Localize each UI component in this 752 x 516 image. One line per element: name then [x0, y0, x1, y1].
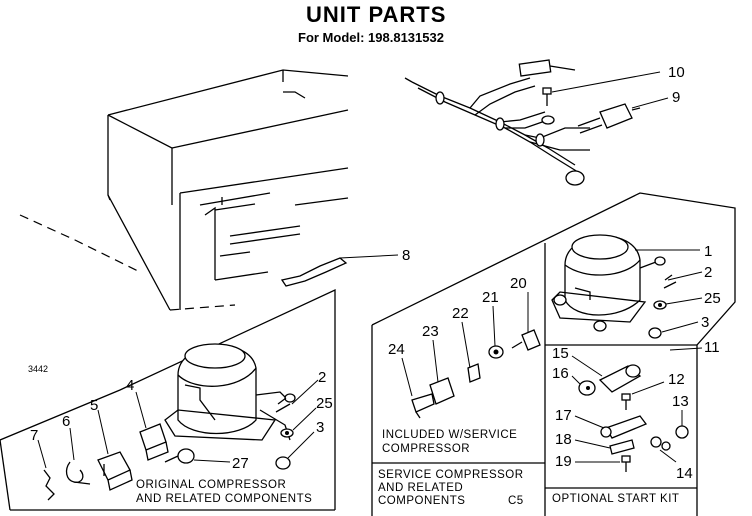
- callout-16: 16: [552, 365, 569, 382]
- included-caption-line-1: INCLUDED W/SERVICE: [382, 429, 517, 441]
- callout-4-original: 4: [126, 377, 134, 394]
- service-caption-line-2: AND RELATED: [378, 482, 463, 494]
- callout-6-original: 6: [62, 413, 70, 430]
- original-compressor-panel: [0, 288, 336, 511]
- callout-5-original: 5: [90, 397, 98, 414]
- callout-12: 12: [668, 371, 685, 388]
- callout-3-service: 3: [701, 314, 709, 331]
- service-caption-line-1: SERVICE COMPRESSOR: [378, 469, 524, 481]
- callout-25-service: 25: [704, 290, 721, 307]
- service-compressor-panel: [371, 192, 736, 516]
- callout-11: 11: [704, 339, 720, 356]
- callout-7-original: 7: [30, 427, 38, 444]
- service-caption-line-3: COMPONENTS: [378, 495, 465, 507]
- service-components-drawing: [401, 292, 541, 419]
- callout-13: 13: [672, 393, 689, 410]
- optional-start-kit-caption: OPTIONAL START KIT: [552, 493, 679, 505]
- callout-14: 14: [676, 465, 693, 482]
- service-code: C5: [508, 495, 524, 507]
- callout-3-original: 3: [316, 419, 324, 436]
- power-cord-drawing: [577, 97, 669, 134]
- callout-22: 22: [452, 305, 469, 322]
- included-caption-line-2: COMPRESSOR: [382, 443, 470, 455]
- callout-24: 24: [388, 341, 405, 358]
- grommet-washer-nut-drawing: [648, 271, 703, 339]
- page-title: UNIT PARTS: [306, 2, 446, 27]
- callout-17: 17: [555, 407, 572, 424]
- callout-8: 8: [402, 247, 410, 264]
- original-caption-line-2: AND RELATED COMPONENTS: [136, 493, 312, 505]
- callout-1: 1: [704, 243, 712, 260]
- callout-2-original: 2: [318, 369, 326, 386]
- start-kit-drawing: [571, 355, 689, 472]
- callout-25-original: 25: [316, 395, 333, 412]
- callout-15: 15: [552, 345, 569, 362]
- model-number: For Model: 198.8131532: [298, 30, 444, 45]
- callout-2-service: 2: [704, 264, 712, 281]
- callout-23: 23: [422, 323, 439, 340]
- callout-10: 10: [668, 64, 685, 81]
- wiring-harness-drawing: [404, 59, 590, 186]
- callout-9: 9: [672, 89, 680, 106]
- callout-27-original: 27: [232, 455, 249, 472]
- callout-21: 21: [482, 289, 499, 306]
- callout-19: 19: [555, 453, 572, 470]
- original-components-drawing: [37, 379, 319, 501]
- original-caption-line-1: ORIGINAL COMPRESSOR: [136, 479, 286, 491]
- harness-screw-drawing: [541, 71, 661, 125]
- service-compressor-drawing: [551, 234, 700, 332]
- callout-20: 20: [510, 275, 527, 292]
- drawing-code: 3442: [28, 364, 48, 374]
- drain-tube-drawing: [280, 254, 399, 287]
- cabinet-compartment-drawing: [19, 69, 349, 311]
- original-compressor-drawing: [164, 343, 296, 441]
- callout-18: 18: [555, 431, 572, 448]
